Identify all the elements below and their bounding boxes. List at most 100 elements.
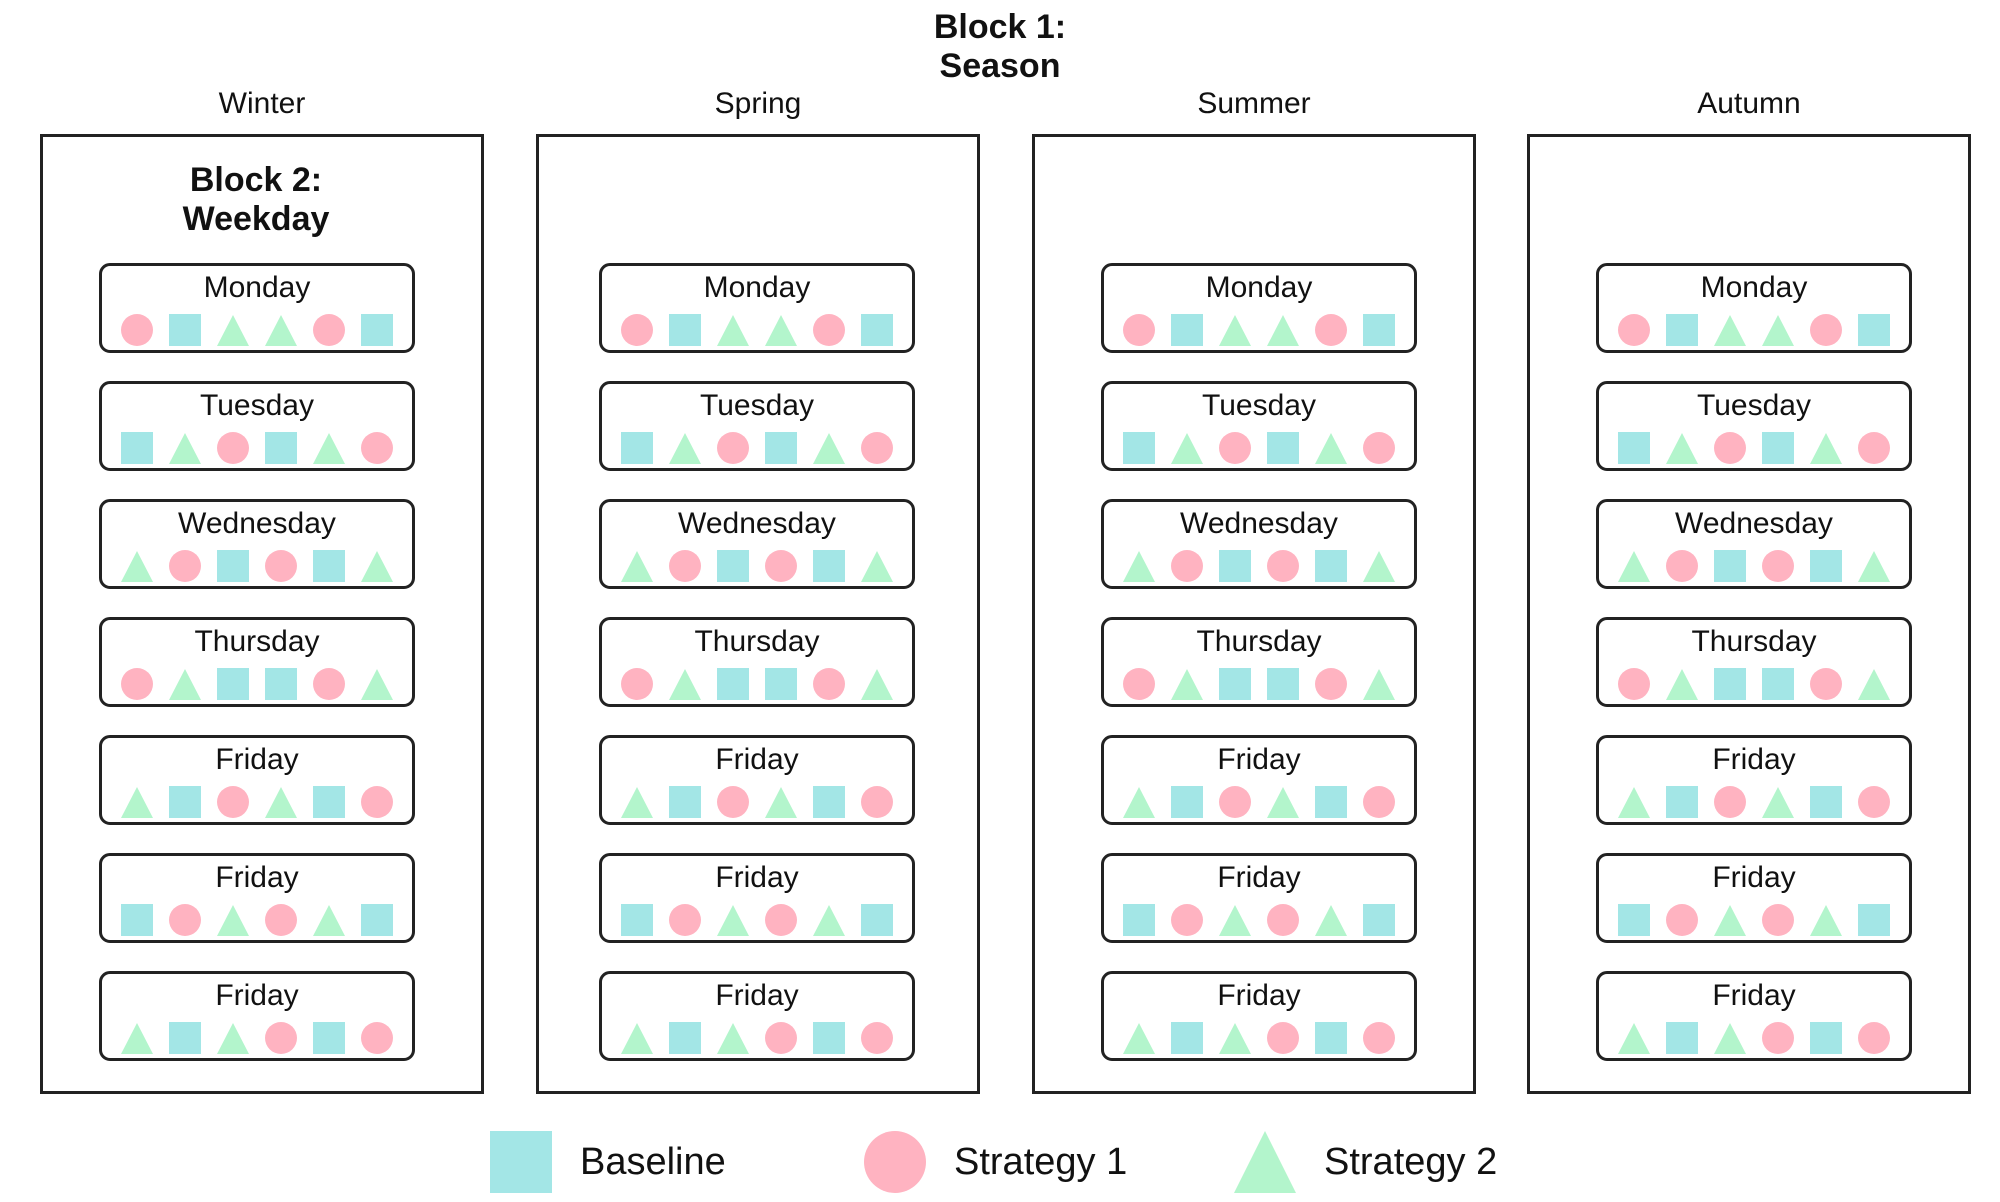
strategy-2-triangle-icon xyxy=(717,1023,749,1054)
baseline-square-icon xyxy=(1762,432,1794,464)
baseline-square-icon xyxy=(1315,550,1347,582)
strategy-2-triangle-icon xyxy=(813,905,845,936)
strategy-2-triangle-icon xyxy=(765,315,797,346)
session-sequence xyxy=(602,550,912,582)
baseline-square-icon xyxy=(1858,904,1890,936)
strategy-2-triangle-icon xyxy=(1762,787,1794,818)
day-box-monday: Monday xyxy=(99,263,415,353)
baseline-square-icon xyxy=(169,786,201,818)
strategy-1-circle-icon xyxy=(1363,1022,1395,1054)
session-sequence xyxy=(602,1022,912,1054)
baseline-square-icon xyxy=(169,1022,201,1054)
strategy-1-circle-icon xyxy=(361,1022,393,1054)
session-sequence xyxy=(102,786,412,818)
strategy-2-triangle-icon xyxy=(861,551,893,582)
day-label: Friday xyxy=(215,743,299,776)
session-sequence xyxy=(602,668,912,700)
day-label: Friday xyxy=(1712,743,1796,776)
baseline-square-icon xyxy=(217,550,249,582)
baseline-square-icon xyxy=(217,668,249,700)
strategy-1-circle-icon xyxy=(265,550,297,582)
strategy-2-triangle-icon xyxy=(217,1023,249,1054)
legend-item-baseline: Baseline xyxy=(490,1130,726,1194)
strategy-2-triangle-icon xyxy=(1219,315,1251,346)
legend-item-strategy-1: Strategy 1 xyxy=(864,1130,1127,1194)
strategy-2-triangle-icon xyxy=(1171,669,1203,700)
day-box-thursday: Thursday xyxy=(1596,617,1912,707)
day-label: Tuesday xyxy=(700,389,814,422)
session-sequence xyxy=(602,432,912,464)
strategy-1-circle-icon xyxy=(1858,432,1890,464)
baseline-square-icon xyxy=(265,432,297,464)
baseline-square-icon xyxy=(1714,668,1746,700)
strategy-1-circle-icon xyxy=(861,432,893,464)
day-label: Monday xyxy=(703,271,811,304)
strategy-2-triangle-icon xyxy=(361,551,393,582)
circle-icon xyxy=(864,1131,926,1193)
baseline-square-icon xyxy=(813,1022,845,1054)
session-sequence xyxy=(1599,668,1909,700)
strategy-1-circle-icon xyxy=(1714,432,1746,464)
block1-title-line1: Block 1: xyxy=(933,8,1067,46)
strategy-2-triangle-icon xyxy=(265,787,297,818)
session-sequence xyxy=(602,904,912,936)
strategy-2-triangle-icon xyxy=(861,669,893,700)
day-label: Wednesday xyxy=(1675,507,1833,540)
strategy-2-triangle-icon xyxy=(765,787,797,818)
day-label: Friday xyxy=(715,861,799,894)
strategy-1-circle-icon xyxy=(1810,314,1842,346)
day-box-wednesday: Wednesday xyxy=(599,499,915,589)
strategy-1-circle-icon xyxy=(1762,1022,1794,1054)
strategy-2-triangle-icon xyxy=(1666,433,1698,464)
strategy-1-circle-icon xyxy=(861,786,893,818)
strategy-1-circle-icon xyxy=(621,668,653,700)
day-label: Friday xyxy=(1712,979,1796,1012)
baseline-square-icon xyxy=(1267,668,1299,700)
day-label: Thursday xyxy=(1691,625,1817,658)
baseline-square-icon xyxy=(1666,314,1698,346)
baseline-square-icon xyxy=(1810,786,1842,818)
session-sequence xyxy=(1599,1022,1909,1054)
strategy-2-triangle-icon xyxy=(121,1023,153,1054)
day-box-thursday: Thursday xyxy=(99,617,415,707)
strategy-2-triangle-icon xyxy=(313,905,345,936)
day-box-tuesday: Tuesday xyxy=(99,381,415,471)
strategy-1-circle-icon xyxy=(265,1022,297,1054)
strategy-1-circle-icon xyxy=(717,786,749,818)
baseline-square-icon xyxy=(717,668,749,700)
strategy-2-triangle-icon xyxy=(1219,1023,1251,1054)
baseline-square-icon xyxy=(361,314,393,346)
block2-title-line2: Weekday xyxy=(182,200,330,238)
strategy-2-triangle-icon xyxy=(621,551,653,582)
baseline-square-icon xyxy=(1123,904,1155,936)
day-box-friday: Friday xyxy=(599,735,915,825)
strategy-1-circle-icon xyxy=(1363,432,1395,464)
baseline-square-icon xyxy=(1810,550,1842,582)
strategy-2-triangle-icon xyxy=(361,669,393,700)
legend-item-strategy-2: Strategy 2 xyxy=(1234,1130,1497,1194)
legend: Baseline Strategy 1 Strategy 2 xyxy=(0,1130,2000,1200)
baseline-square-icon xyxy=(1315,786,1347,818)
day-label: Thursday xyxy=(194,625,320,658)
strategy-1-circle-icon xyxy=(1123,314,1155,346)
strategy-1-circle-icon xyxy=(861,1022,893,1054)
baseline-square-icon xyxy=(1858,314,1890,346)
strategy-1-circle-icon xyxy=(1810,668,1842,700)
strategy-2-triangle-icon xyxy=(1171,433,1203,464)
strategy-2-triangle-icon xyxy=(169,669,201,700)
session-sequence xyxy=(1104,786,1414,818)
session-sequence xyxy=(602,786,912,818)
block1-title: Block 1: Season xyxy=(850,8,1150,86)
day-label: Tuesday xyxy=(1202,389,1316,422)
strategy-2-triangle-icon xyxy=(621,787,653,818)
day-box-thursday: Thursday xyxy=(1101,617,1417,707)
day-label: Friday xyxy=(1712,861,1796,894)
baseline-square-icon xyxy=(1666,1022,1698,1054)
strategy-2-triangle-icon xyxy=(621,1023,653,1054)
day-label: Wednesday xyxy=(178,507,336,540)
baseline-square-icon xyxy=(669,1022,701,1054)
day-label: Friday xyxy=(1217,979,1301,1012)
strategy-1-circle-icon xyxy=(813,314,845,346)
baseline-square-icon xyxy=(765,432,797,464)
